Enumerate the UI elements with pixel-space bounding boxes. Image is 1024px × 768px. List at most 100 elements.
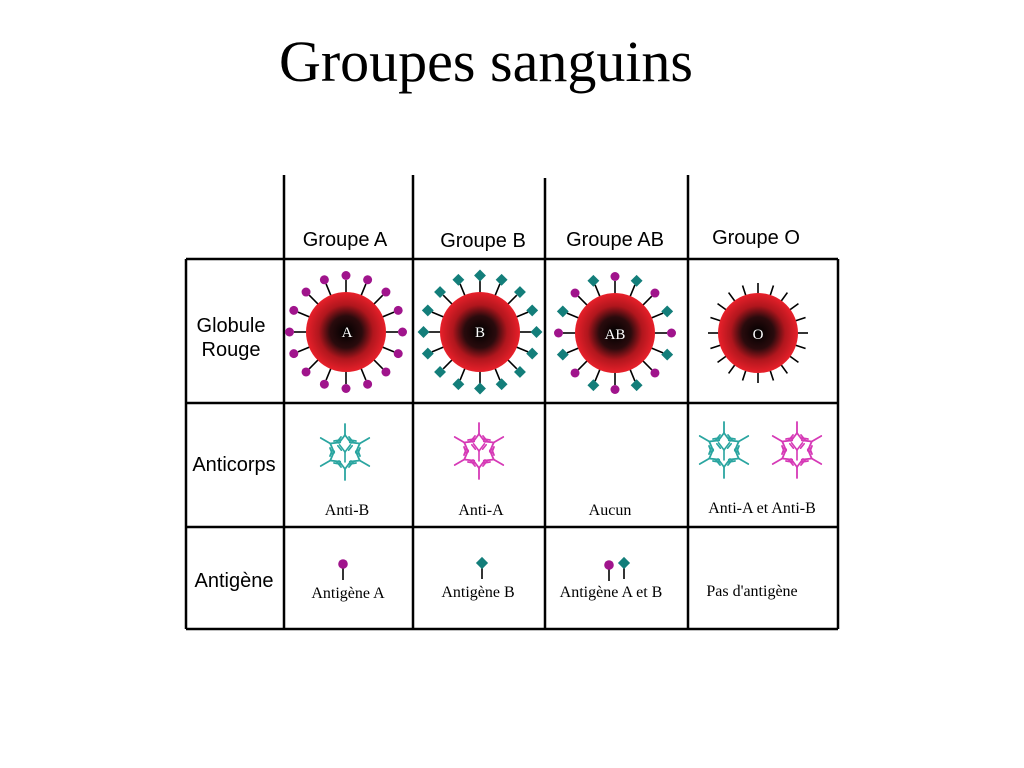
antigen-b-icon (475, 556, 489, 579)
antigen-b-icon (421, 347, 434, 360)
antigen-b-icon (530, 326, 543, 338)
row-label-anticorps: Anticorps (192, 454, 275, 476)
page-title: Groupes sanguins (278, 29, 693, 94)
cell-letter-b: B (475, 325, 485, 341)
antibody-icon (715, 441, 733, 461)
antibody-icon (319, 437, 342, 455)
antibody-icon (800, 435, 823, 453)
header-groupe-a: Groupe A (303, 229, 388, 251)
antigen-a-icon (610, 272, 620, 281)
antigen-b-icon (556, 305, 569, 318)
antigen-b-icon (617, 556, 631, 579)
antibody-cluster-anti-a (453, 422, 505, 480)
antigen-b-icon (452, 378, 465, 391)
antigen-b-icon (526, 304, 539, 317)
antigen-a-icon (570, 288, 580, 298)
antibody-icon (336, 443, 354, 463)
antigen-b-icon (587, 274, 600, 287)
red-blood-cell-b (417, 269, 543, 395)
antigen-label-ab: Antigène A et B (560, 584, 663, 601)
antigen-a-icon (301, 287, 311, 297)
antibody-icon (482, 448, 505, 466)
antigen-a-icon (650, 288, 660, 298)
antigen-a-icon (393, 305, 403, 315)
antigen-b-icon (514, 366, 526, 378)
table-grid (184, 175, 840, 631)
antigen-b-icon (452, 273, 465, 286)
antigen-a-icon (341, 271, 351, 280)
cell-letter-o: O (753, 327, 764, 343)
antigen-label-o: Pas d'antigène (706, 583, 797, 600)
antibody-label-a: Anti-B (325, 502, 369, 519)
antigen-b-icon (474, 269, 486, 282)
antigen-b-icon (556, 348, 569, 361)
row-label-rouge: Rouge (202, 339, 261, 361)
antigen-a-icon (604, 560, 614, 581)
antigen-a-icon (363, 275, 373, 285)
antigen-b-icon (630, 379, 643, 392)
antigen-label-a: Antigène A (311, 585, 385, 602)
antibody-icon (727, 447, 750, 465)
antigen-a-icon (398, 327, 407, 337)
antigen-b-icon (421, 304, 434, 317)
antibody-cluster-anti-a (771, 421, 823, 479)
antibody-icon (800, 447, 823, 465)
antigen-a-icon (319, 379, 329, 389)
antigen-b-icon (526, 347, 539, 360)
row-label-antigene: Antigène (195, 570, 274, 592)
row-label-globule: Globule (197, 315, 266, 337)
cell-letter-ab: AB (605, 327, 626, 343)
antigen-b-icon (495, 378, 508, 391)
antigen-b-icon (661, 348, 674, 361)
antigen-a-icon (301, 367, 311, 377)
antigen-a-icon (285, 327, 294, 337)
header-groupe-ab: Groupe AB (566, 229, 664, 251)
antigen-b-icon (587, 379, 600, 392)
antibody-icon (482, 436, 505, 454)
red-blood-cell-ab (554, 272, 676, 394)
header-groupe-o: Groupe O (712, 227, 800, 249)
antibody-icon (788, 441, 806, 461)
antibody-icon (348, 449, 371, 467)
antigen-a-icon (319, 275, 329, 285)
antigen-label-b: Antigène B (441, 584, 514, 601)
antigen-a-icon (570, 368, 580, 378)
antigen-b-icon (474, 382, 486, 395)
antigen-a-icon (363, 379, 373, 389)
antibody-icon (453, 448, 476, 466)
antibody-icon (453, 436, 476, 454)
antibody-icon (319, 449, 342, 467)
antigen-a-icon (610, 385, 620, 394)
antibody-icon (698, 435, 721, 453)
antigen-a-icon (381, 367, 391, 377)
antigen-a-icon (289, 349, 299, 359)
antibody-label-b: Anti-A (458, 502, 504, 519)
antigen-a-icon (341, 384, 351, 393)
antigen-a-icon (289, 305, 299, 315)
antigen-b-icon (417, 326, 430, 338)
antibody-label-ab: Aucun (589, 502, 632, 519)
antigen-a-icon (667, 328, 676, 338)
antibody-icon (698, 447, 721, 465)
antigen-b-icon (434, 286, 446, 298)
antibody-icon (771, 447, 794, 465)
antigen-b-icon (495, 273, 508, 286)
antibody-cluster-anti-b (698, 421, 750, 479)
antigen-a-icon (650, 368, 660, 378)
antigen-a-icon (381, 287, 391, 297)
antigen-a-icon (554, 328, 563, 338)
antigen-a-icon (393, 349, 403, 359)
antibody-cluster-anti-b (319, 423, 371, 481)
antigen-a-icon (338, 559, 348, 580)
header-groupe-b: Groupe B (440, 230, 526, 252)
red-blood-cell-o (708, 283, 808, 383)
antigen-b-icon (434, 366, 446, 378)
antibody-icon (727, 435, 750, 453)
antigen-b-icon (661, 305, 674, 318)
antibody-icon (348, 437, 371, 455)
antibody-label-o: Anti-A et Anti-B (708, 500, 816, 517)
antibody-icon (771, 435, 794, 453)
antibody-icon (470, 442, 488, 462)
cell-letter-a: A (342, 325, 353, 341)
